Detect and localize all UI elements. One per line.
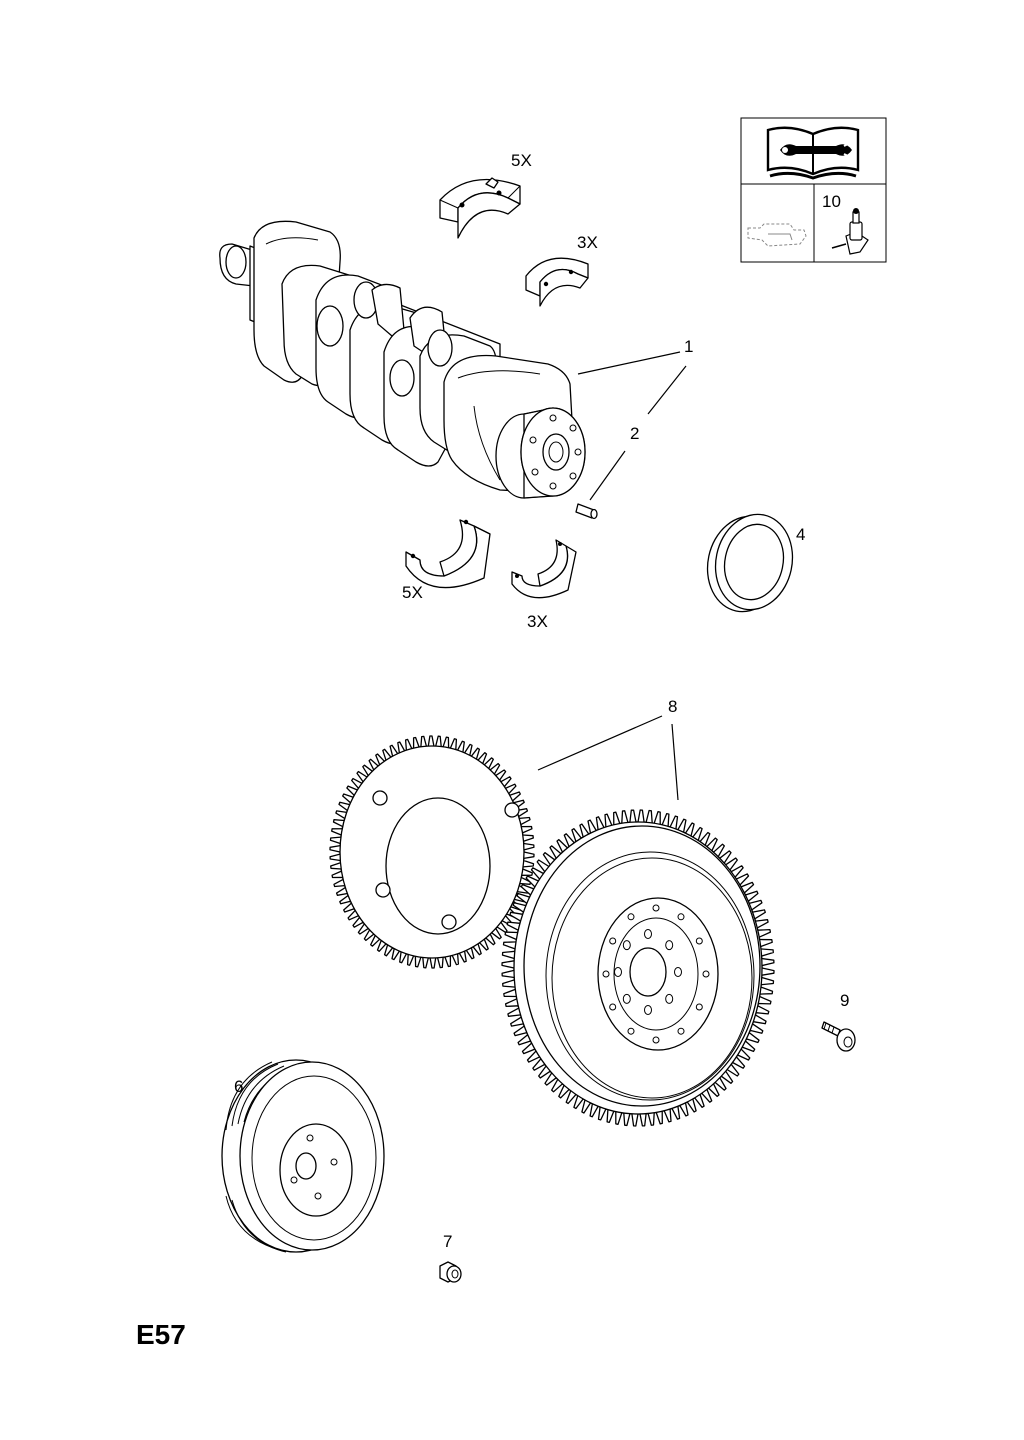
leader-ring-gear: [537, 715, 663, 771]
oil-seal-ring: [706, 513, 794, 613]
flywheel-outer-hole: [695, 937, 703, 945]
flywheel-outer-hole: [695, 1003, 703, 1011]
pin-label: 2: [630, 424, 639, 443]
ring-gear: [329, 735, 535, 969]
flywheel-bolt-hole: [622, 993, 631, 1004]
flywheel-label: 8: [668, 697, 677, 716]
info-box: 10: [740, 117, 887, 263]
sealant-tube-icon: [831, 208, 869, 255]
upper-main-bearing-shell: [439, 177, 521, 239]
flywheel-outer-hole: [609, 937, 617, 945]
flywheel-bolt-hole: [665, 940, 674, 951]
leader-crankshaft-alt: [647, 365, 687, 415]
seal-label: 4: [796, 525, 805, 544]
lower-main-bearing-shell: [405, 519, 491, 589]
flywheel-outer-hole: [702, 970, 710, 978]
qty-lower-rod-label: 3X: [527, 612, 548, 631]
flywheel-bolt-hole: [644, 1005, 652, 1015]
flywheel-bolt-hole: [674, 967, 682, 977]
flywheel-outer-hole: [652, 1036, 660, 1044]
engine-outline-icon: [747, 223, 807, 247]
flywheel-outer-hole: [627, 913, 635, 921]
flywheel-bolt-hole: [665, 993, 674, 1004]
qty-upper-rod-label: 3X: [577, 233, 598, 252]
flywheel-outer-hole: [677, 913, 685, 921]
qty-upper-main-label: 5X: [511, 151, 532, 170]
flywheel-outer-hole: [652, 904, 660, 912]
crankshaft-pulley: [221, 1059, 385, 1253]
flywheel-bolt: [821, 1021, 856, 1052]
leader-crankshaft: [577, 351, 681, 375]
flywheel-bolt-label: 9: [840, 991, 849, 1010]
flywheel-outer-hole: [677, 1027, 685, 1035]
flywheel-outer-hole: [602, 970, 610, 978]
flywheel-bolt-hole: [644, 929, 652, 939]
sealant-label: 10: [822, 192, 841, 211]
upper-rod-bearing-shell: [525, 257, 589, 307]
pulley-bolt-label: 7: [443, 1232, 452, 1251]
page-code: E57: [136, 1319, 186, 1350]
dowel-pin: [575, 503, 598, 520]
manual-wrench-icon: [766, 126, 860, 180]
flywheel: [501, 809, 775, 1127]
crankshaft-label: 1: [684, 337, 693, 356]
lower-rod-bearing-shell: [511, 539, 577, 599]
flywheel-bolt-hole: [622, 940, 631, 951]
qty-lower-main-label: 5X: [402, 583, 423, 602]
crankshaft: [219, 220, 586, 499]
leader-flywheel: [671, 723, 679, 801]
flywheel-outer-hole: [609, 1003, 617, 1011]
flywheel-bolt-hole: [614, 967, 622, 977]
pulley-label: 6: [234, 1077, 243, 1096]
pulley-bolt: [439, 1261, 462, 1283]
flywheel-outer-hole: [627, 1027, 635, 1035]
leader-pin: [589, 450, 626, 501]
